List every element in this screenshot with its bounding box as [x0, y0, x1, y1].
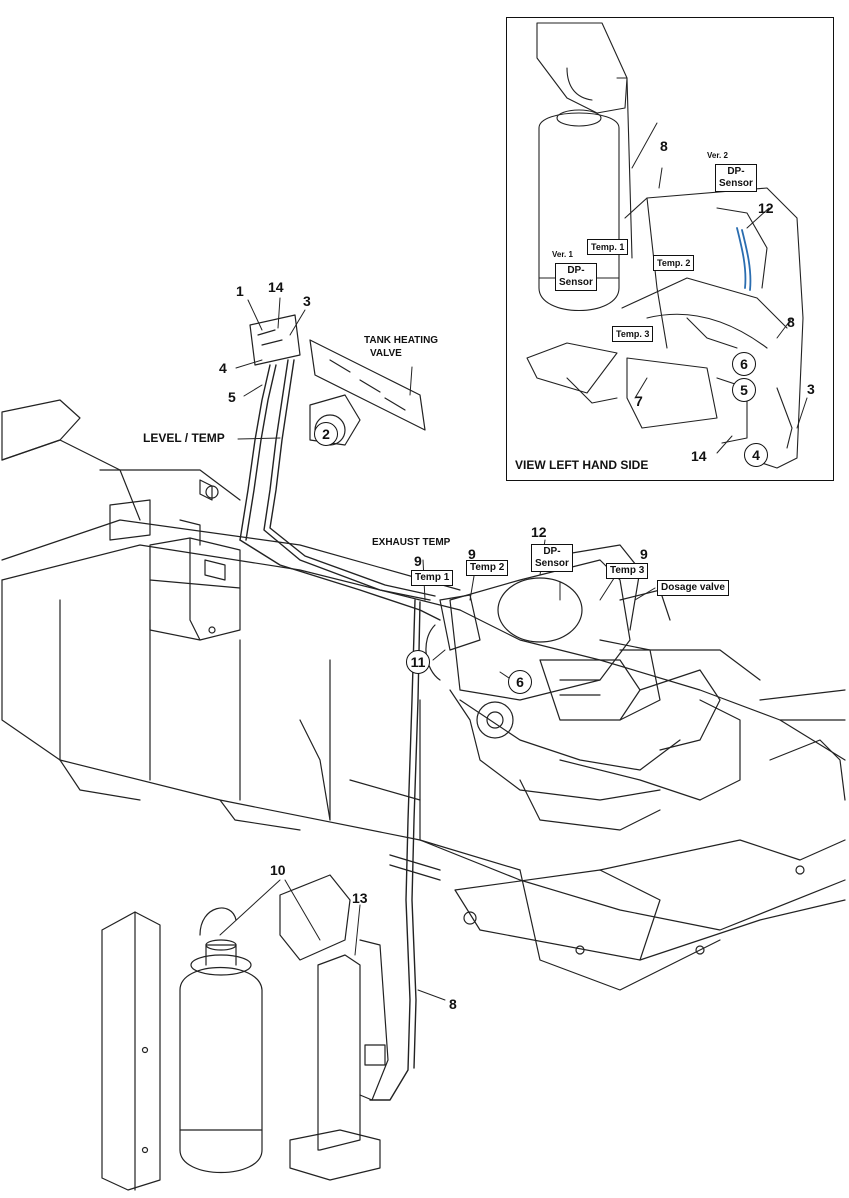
callout-2: 2: [314, 422, 338, 446]
temp1-box: Temp 1: [411, 570, 454, 586]
inset-ver1-label: Ver. 1: [552, 250, 573, 259]
inset-dp-sensor-top: DP- Sensor: [715, 164, 757, 192]
inset-callout-5: 5: [732, 378, 756, 402]
inset-view-left-hand-side: 8 12 8 3 7 14 6 5 4 Ver. 2 DP- Sensor Ve…: [506, 17, 834, 481]
inset-dp-sensor-left-line1: DP-: [567, 265, 585, 276]
dp-sensor-line1: DP-: [543, 546, 561, 557]
inset-callout-8-top: 8: [660, 138, 668, 154]
callout-9-temp1: 9: [414, 553, 422, 569]
temp3-box: Temp 3: [606, 563, 649, 579]
dp-sensor-line2: Sensor: [535, 558, 569, 569]
callout-5: 5: [228, 389, 236, 405]
callout-11: 11: [406, 650, 430, 674]
battery-tank: [149, 519, 241, 641]
callout-3: 3: [303, 293, 311, 309]
inset-callout-7: 7: [635, 393, 643, 409]
inset-ver2-label: Ver. 2: [707, 151, 728, 160]
callout-6: 6: [508, 670, 532, 694]
callout-10: 10: [270, 862, 286, 878]
inset-temp3-box: Temp. 3: [612, 326, 654, 342]
callout-9-temp3: 9: [640, 546, 648, 562]
inset-dp-sensor-top-line1: DP-: [727, 166, 745, 177]
inset-dp-sensor-left: DP- Sensor: [555, 263, 597, 291]
dosage-valve-box: Dosage valve: [657, 580, 729, 596]
leader-lines: [219, 297, 656, 1001]
inset-callout-4: 4: [744, 443, 768, 467]
callout-14: 14: [268, 279, 284, 295]
inset-dp-sensor-left-line2: Sensor: [559, 277, 593, 288]
inset-temp1-box: Temp. 1: [587, 239, 629, 255]
callout-8: 8: [449, 996, 457, 1012]
callout-9-temp2: 9: [468, 546, 476, 562]
level-temp-label: LEVEL / TEMP: [143, 431, 225, 445]
hose-bundle: [239, 359, 441, 1101]
inset-title: VIEW LEFT HAND SIDE: [515, 458, 649, 472]
inset-temp2-box: Temp. 2: [653, 255, 695, 271]
inset-callout-8-right: 8: [787, 314, 795, 330]
callout-13: 13: [352, 890, 368, 906]
tank-heating-label-line2: VALVE: [370, 348, 402, 359]
callout-12: 12: [531, 524, 547, 540]
inset-callout-3: 3: [807, 381, 815, 397]
callout-1: 1: [236, 283, 244, 299]
silencer-assembly: [101, 874, 389, 1191]
dp-sensor-box: DP- Sensor: [531, 544, 573, 572]
tank-heating-label-line1: TANK HEATING: [364, 335, 439, 346]
temp2-box: Temp 2: [466, 560, 509, 576]
tank-heating-valve: [249, 314, 426, 446]
chassis-frame: [1, 399, 846, 991]
exhaust-temp-label: EXHAUST TEMP: [372, 537, 451, 548]
inset-callout-12: 12: [758, 200, 774, 216]
inset-dp-sensor-top-line2: Sensor: [719, 178, 753, 189]
callout-4: 4: [219, 360, 227, 376]
inset-callout-6: 6: [732, 352, 756, 376]
inset-callout-14: 14: [691, 448, 707, 464]
inset-drawing: [526, 22, 808, 469]
